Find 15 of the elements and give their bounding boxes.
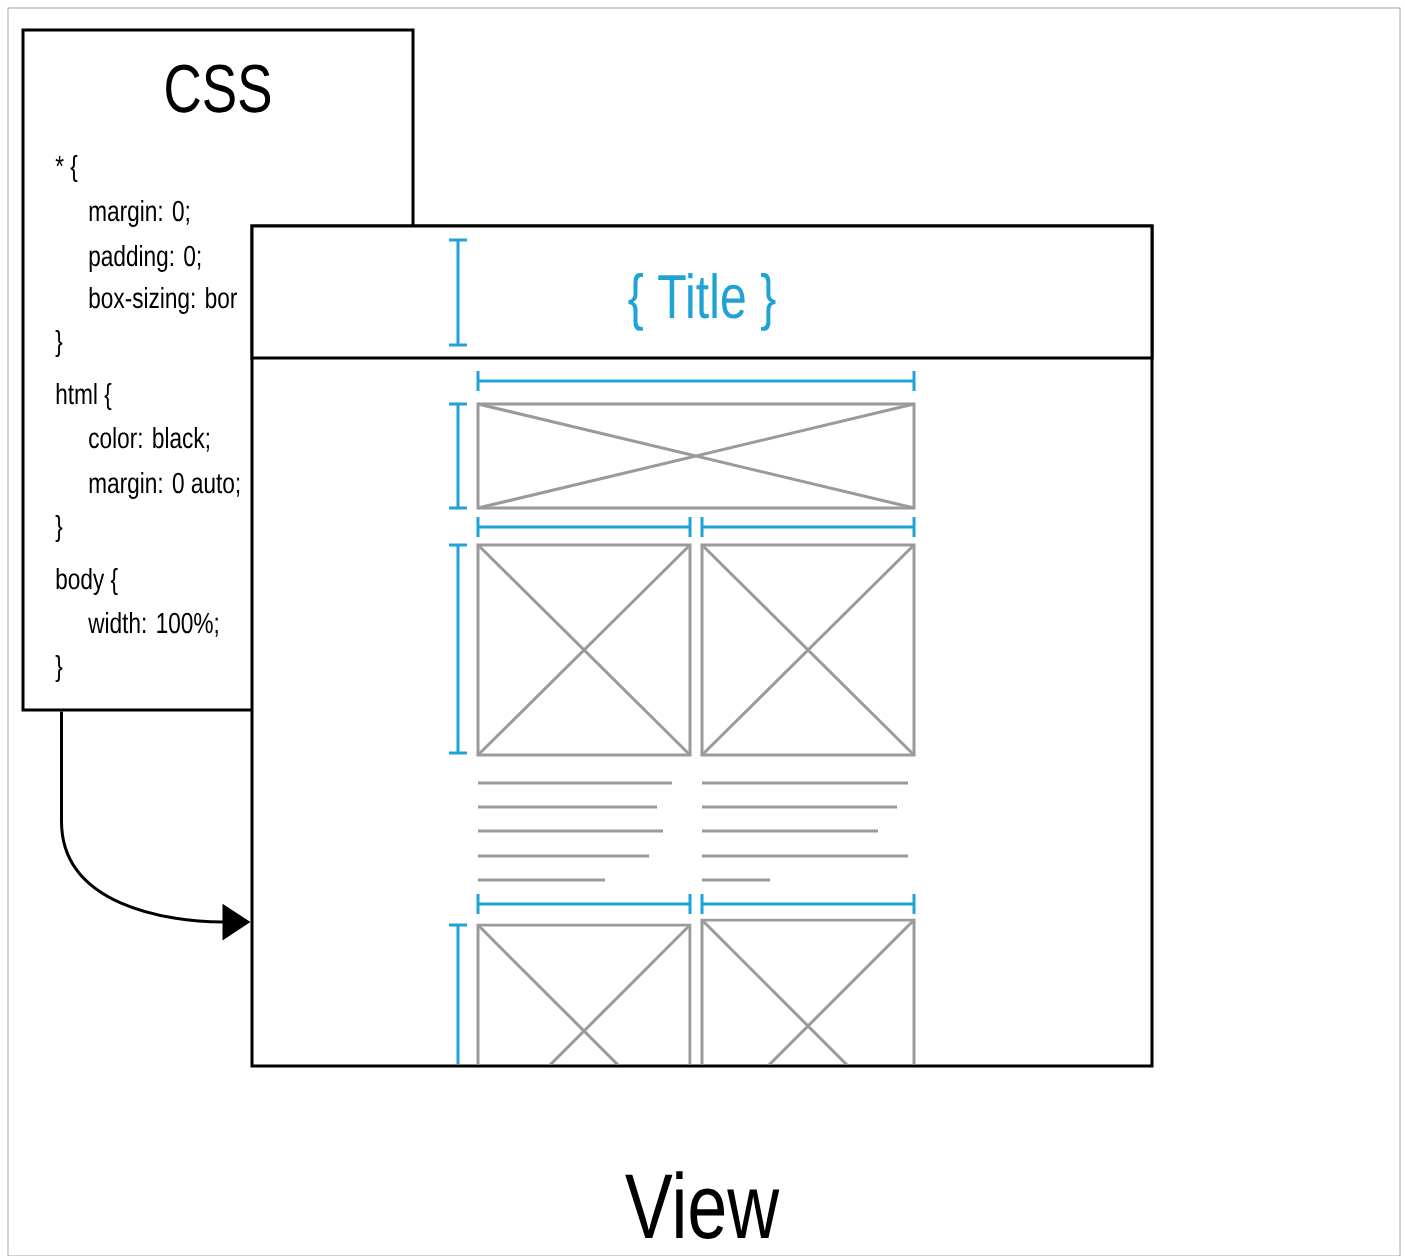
code-line: body { (56, 568, 118, 596)
code-line: width: 100%; (88, 612, 218, 637)
code-line: color: black; (89, 427, 209, 452)
title-bar: { Title } (250, 224, 1154, 360)
code-line: box-sizing: bor (89, 287, 237, 315)
code-line: * { (55, 155, 78, 183)
code-line: } (55, 330, 63, 358)
heading: CSS (166, 64, 271, 113)
code-line: html { (56, 383, 112, 411)
code-line: } (55, 655, 63, 683)
code-line: margin: 0 auto; (89, 472, 240, 500)
code-line: padding: 0; (89, 245, 201, 273)
window-label: View (625, 1171, 780, 1239)
code-line: margin: 0; (89, 200, 189, 228)
code-line: } (55, 515, 63, 543)
